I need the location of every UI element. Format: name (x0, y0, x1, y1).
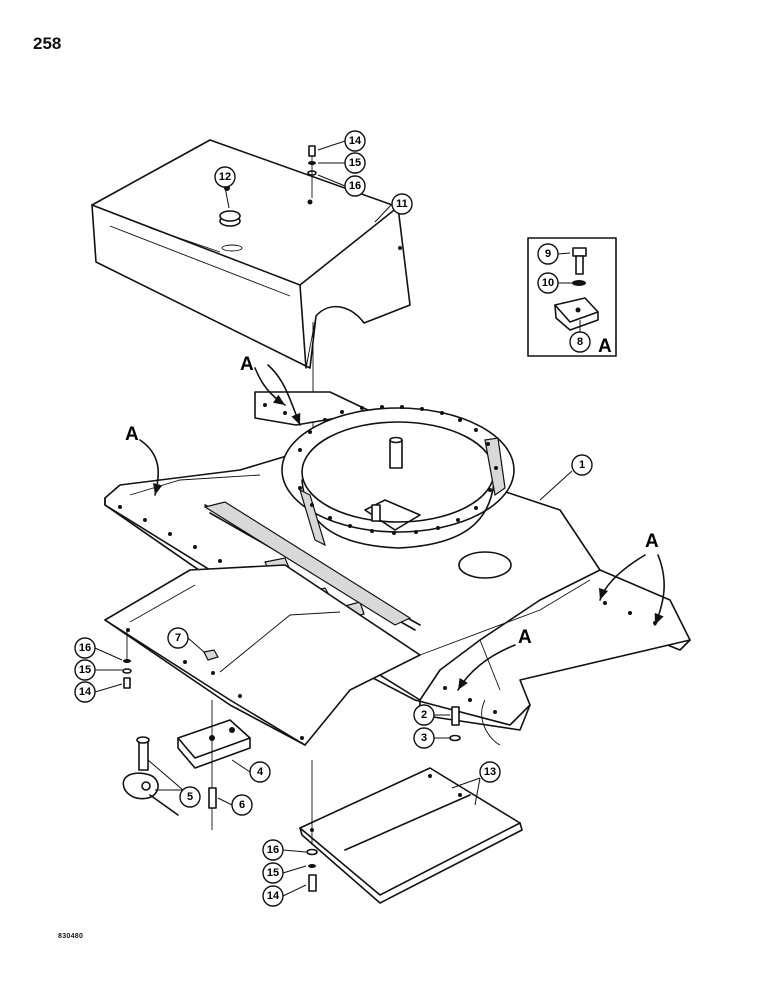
callout-16-top: 16 (317, 174, 366, 197)
callout-14-top: 14 (317, 130, 366, 152)
svg-text:16: 16 (267, 844, 279, 856)
callout-8: 8 (569, 320, 591, 353)
callout-3: 3 (413, 727, 450, 749)
callout-9: 9 (537, 243, 571, 265)
svg-text:15: 15 (349, 157, 361, 169)
callouts: 14 15 16 12 11 9 10 8 1 7 16 15 14 2 3 4… (74, 130, 593, 907)
svg-text:16: 16 (349, 180, 361, 192)
svg-text:4: 4 (257, 766, 264, 778)
svg-text:14: 14 (267, 890, 280, 902)
callout-15-top: 15 (318, 152, 366, 174)
detail-view-letter: A (598, 336, 612, 357)
bottom-bolt-stack (306, 848, 318, 892)
svg-text:3: 3 (421, 732, 427, 744)
callout-10: 10 (537, 272, 572, 294)
callout-16-bottom: 16 (262, 839, 307, 861)
svg-text:A: A (240, 354, 254, 375)
svg-text:13: 13 (484, 766, 496, 778)
callout-1: 1 (539, 454, 593, 501)
svg-text:5: 5 (187, 791, 193, 803)
svg-text:15: 15 (79, 664, 91, 676)
detail-a-box: A (527, 237, 617, 357)
svg-text:9: 9 (545, 248, 551, 260)
svg-text:14: 14 (349, 135, 362, 147)
bolt-6 (208, 787, 217, 809)
callout-6: 6 (217, 794, 253, 816)
callout-4: 4 (231, 759, 271, 783)
svg-text:15: 15 (267, 867, 279, 879)
callout-7: 7 (167, 627, 205, 653)
swing-ring (281, 405, 515, 549)
view-markers: A A A A (125, 354, 665, 691)
svg-text:6: 6 (239, 799, 245, 811)
callout-11: 11 (374, 193, 413, 223)
svg-text:A: A (125, 424, 139, 445)
bottom-cover-plates (299, 760, 523, 904)
svg-text:A: A (518, 627, 532, 648)
svg-text:7: 7 (175, 632, 181, 644)
callout-13: 13 (451, 761, 501, 806)
lower-pan (104, 564, 421, 746)
callout-15-left: 15 (74, 659, 122, 681)
nut (203, 649, 219, 661)
upper-cover (91, 139, 411, 369)
right-bolt-stack (449, 699, 501, 746)
callout-2: 2 (413, 704, 450, 726)
svg-text:16: 16 (79, 642, 91, 654)
callout-15-bottom: 15 (262, 862, 307, 884)
callout-14-left: 14 (74, 681, 123, 703)
svg-text:1: 1 (579, 459, 585, 471)
svg-text:8: 8 (577, 336, 583, 348)
svg-text:10: 10 (542, 277, 554, 289)
svg-text:14: 14 (79, 686, 92, 698)
drawing-code: 830480 (58, 933, 84, 940)
page-number: 258 (33, 34, 62, 53)
plug (219, 210, 243, 252)
svg-text:A: A (645, 531, 659, 552)
top-bolt-stack (307, 145, 317, 530)
callout-16-left: 16 (74, 637, 123, 661)
svg-text:12: 12 (219, 171, 231, 183)
callout-12: 12 (214, 166, 236, 209)
svg-text:2: 2 (421, 709, 427, 721)
callout-5: 5 (147, 759, 201, 808)
callout-14-bottom: 14 (262, 884, 307, 907)
svg-text:11: 11 (396, 198, 408, 210)
left-bolt-stack (122, 630, 132, 689)
pin-and-clip (122, 736, 179, 816)
